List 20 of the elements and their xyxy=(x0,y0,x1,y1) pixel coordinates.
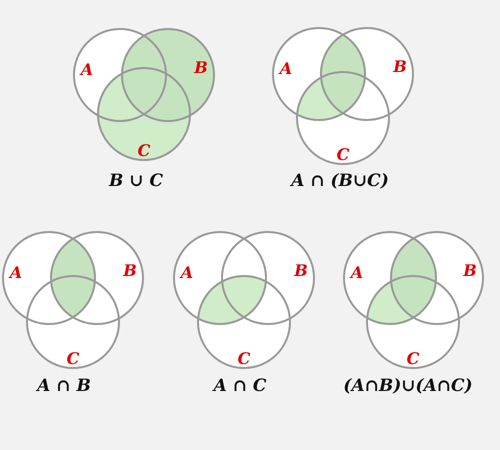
set-label: C xyxy=(336,146,350,164)
set-label: B xyxy=(194,59,208,77)
set-expression: A ∩ (B∪C) xyxy=(291,171,389,191)
set-expression: B ∪ C xyxy=(109,171,163,191)
set-label: B xyxy=(294,262,308,280)
set-label: C xyxy=(406,350,420,368)
set-label: B xyxy=(463,262,477,280)
set-label: C xyxy=(138,142,150,160)
set-label: A xyxy=(280,60,292,78)
set-label: A xyxy=(350,264,364,282)
set-label: A xyxy=(180,264,194,282)
set-label: A xyxy=(10,264,22,282)
set-label: B xyxy=(123,262,137,280)
set-expression: A ∩ B xyxy=(37,376,91,396)
set-label: C xyxy=(66,350,80,368)
set-expression: A ∩ C xyxy=(214,376,266,396)
set-label: C xyxy=(238,350,250,368)
set-label: A xyxy=(80,61,94,79)
set-label: B xyxy=(393,58,407,76)
set-expression: (A∩B)∪(A∩C) xyxy=(343,376,473,396)
